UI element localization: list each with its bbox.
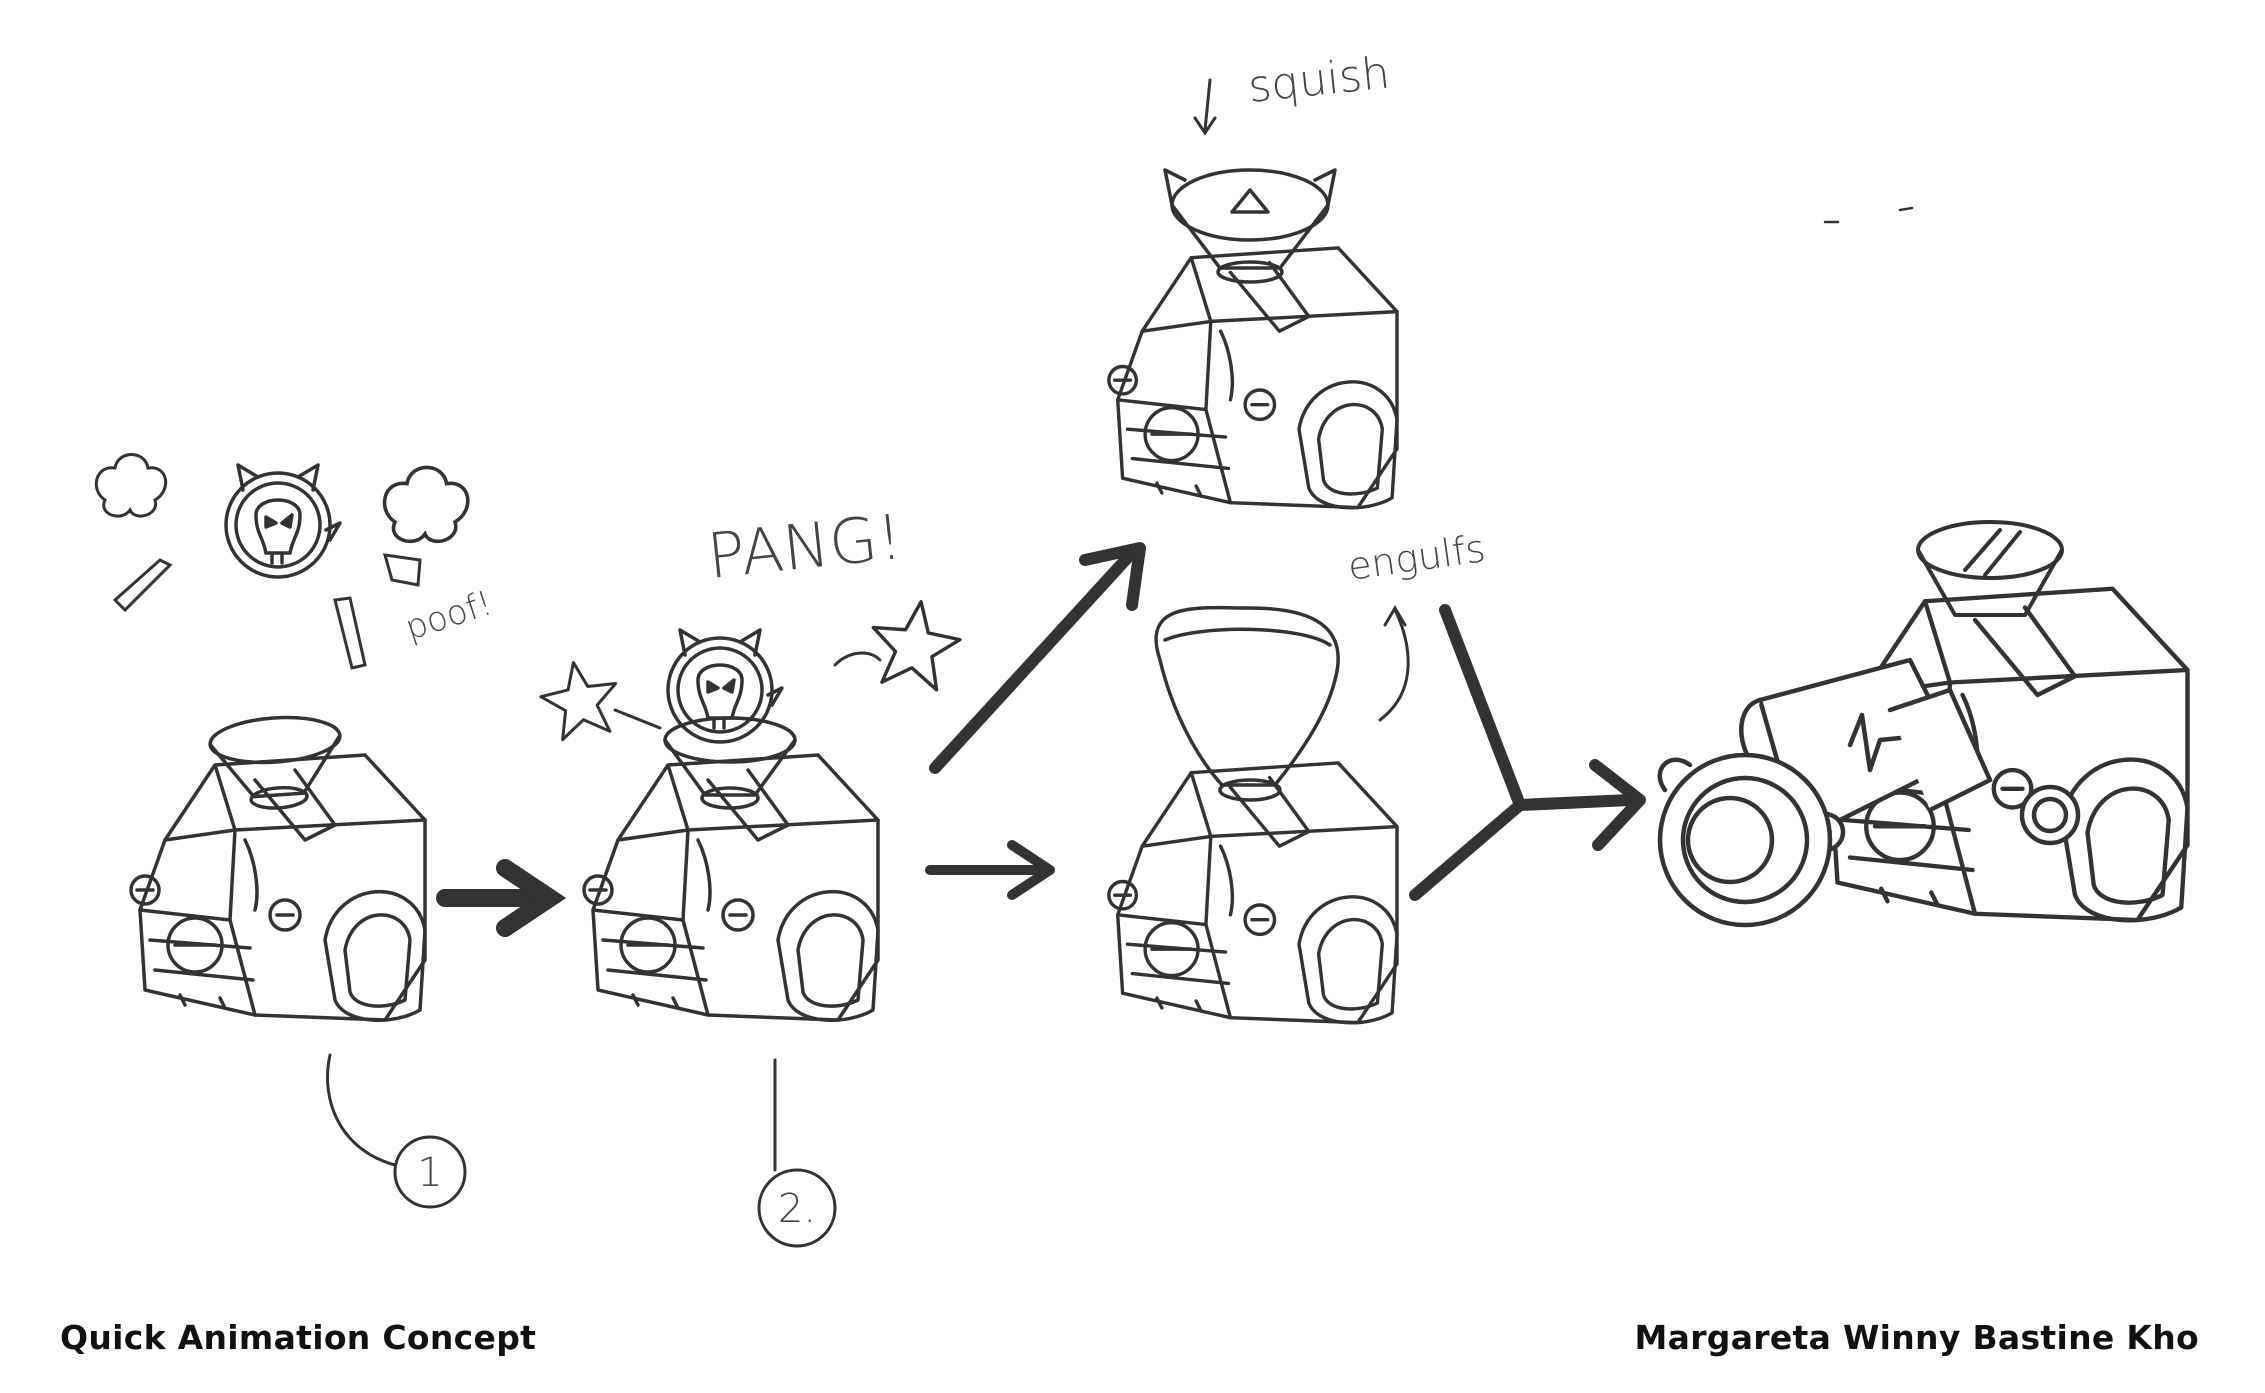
star-right xyxy=(864,593,967,694)
label-poof: poof! xyxy=(400,583,497,648)
engulfing-blob xyxy=(1154,605,1340,802)
arrow-stage-1-to-2 xyxy=(436,859,567,937)
step-number-2: 2. xyxy=(778,1186,816,1232)
funnel-squished xyxy=(1163,168,1337,284)
label-squish: squish xyxy=(1246,47,1392,113)
truck-stage-3b xyxy=(1107,761,1399,1025)
merge-arrow xyxy=(1409,604,1646,901)
leader-line-1 xyxy=(326,1053,467,1209)
arrow-stage-2-to-squish xyxy=(929,542,1146,774)
skull-bubble-stage-1 xyxy=(224,463,342,579)
label-engulfs: engulfs xyxy=(1345,526,1488,589)
arrow-stage-2-to-engulf xyxy=(925,840,1055,900)
caption-author: Margareta Winny Bastine Kho xyxy=(1634,1318,2199,1357)
truck-stage-3a xyxy=(1107,246,1399,510)
funnel-final xyxy=(1916,520,2064,617)
debris-left xyxy=(112,553,422,670)
step-number-1: 1 xyxy=(417,1150,442,1196)
squish-arrow xyxy=(1193,78,1217,136)
smoke-puff-left xyxy=(94,453,168,518)
cannon xyxy=(1657,657,2081,928)
stray-marks xyxy=(1823,206,1914,224)
caption-title: Quick Animation Concept xyxy=(60,1318,537,1357)
star-trails xyxy=(613,651,882,730)
label-pang: PANG! xyxy=(704,500,906,593)
smoke-puff-right xyxy=(382,465,470,544)
star-left xyxy=(534,654,626,744)
engulf-arrow xyxy=(1378,605,1410,722)
leader-line-2 xyxy=(757,1058,837,1248)
